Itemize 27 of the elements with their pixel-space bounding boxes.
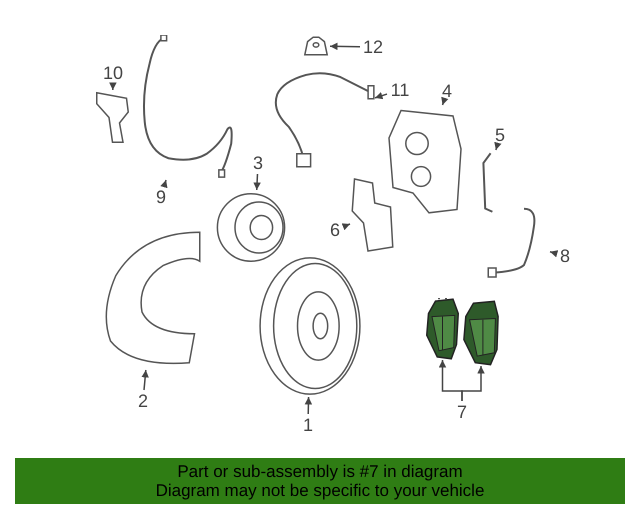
leader-line (253, 174, 261, 190)
callout-number: 4 (436, 80, 458, 102)
callout-number: 2 (132, 390, 154, 412)
callout-number: 11 (387, 79, 413, 101)
note-text: Diagram may not be specific to your vehicle (156, 481, 484, 500)
leader-line (141, 370, 149, 390)
callout-number: 12 (360, 36, 386, 58)
callout-number: 8 (554, 245, 576, 267)
leader-line (304, 396, 312, 414)
note-banner (15, 458, 625, 504)
leader-line (109, 82, 117, 90)
leader-line (441, 96, 448, 106)
leader-line (494, 142, 502, 150)
note-text: Part or sub-assembly is #7 in diagram (177, 462, 463, 481)
leader-line (160, 180, 168, 188)
leader-line (342, 223, 350, 230)
callout-number: 7 (451, 401, 473, 423)
callout-number: 3 (247, 152, 269, 174)
callout-number: 9 (150, 186, 172, 208)
leader-line (461, 366, 485, 401)
leader-line (330, 42, 360, 50)
leader-line (374, 92, 388, 100)
callout-number: 6 (324, 219, 346, 241)
callout-number: 5 (489, 124, 511, 146)
callout-number: 1 (297, 414, 319, 436)
callout-number: 10 (100, 62, 126, 84)
leader-line (550, 250, 558, 258)
